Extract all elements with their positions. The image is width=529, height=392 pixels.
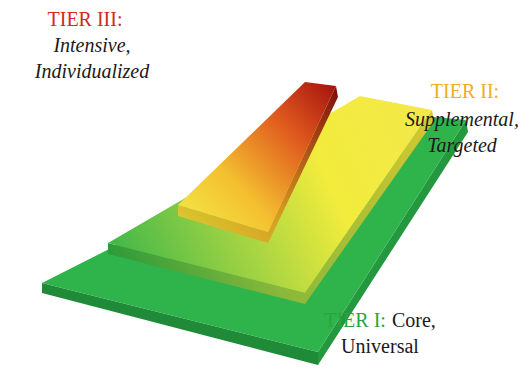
tier-description: Intensive, Individualized: [35, 34, 149, 82]
label-block: Intensive, Individualized: [17, 32, 167, 84]
tier-heading: TIER I:: [324, 309, 386, 331]
label-block: TIER I:Core, Universal: [296, 307, 464, 359]
label-block: TIER II:: [410, 78, 520, 104]
tier-three-slab: [178, 82, 338, 243]
tier-description: Supplemental, Targeted: [405, 108, 519, 156]
label-block: TIER III:: [30, 6, 140, 32]
tier-heading: TIER II:: [431, 80, 499, 102]
label-block: Supplemental, Targeted: [400, 106, 524, 158]
tier-heading: TIER III:: [48, 8, 123, 30]
